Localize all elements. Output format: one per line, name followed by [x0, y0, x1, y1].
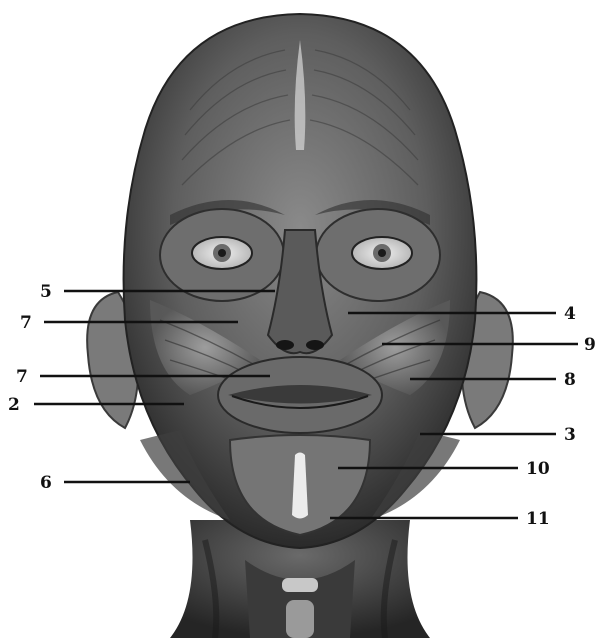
callout-3-label: 3 — [564, 425, 576, 445]
callout-4-label: 4 — [564, 304, 576, 324]
callout-9-label: 9 — [584, 335, 596, 355]
callout-2-label: 2 — [8, 395, 20, 415]
callout-7-lower-label: 7 — [16, 367, 28, 387]
callout-10-label: 10 — [526, 459, 550, 479]
callout-5-label: 5 — [40, 282, 52, 302]
callout-6-label: 6 — [40, 473, 52, 493]
callout-11-label: 11 — [526, 509, 550, 529]
callout-7-upper-label: 7 — [20, 313, 32, 333]
callout-8-label: 8 — [564, 370, 576, 390]
